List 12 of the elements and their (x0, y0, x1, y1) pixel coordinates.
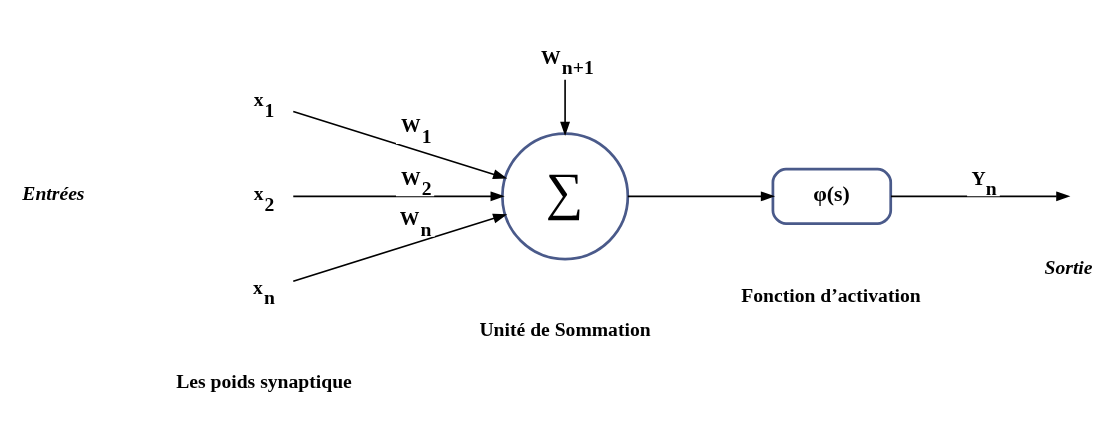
node-label: Fonction d’activation (741, 284, 921, 306)
arrow (292, 213, 508, 282)
arrow (890, 191, 1071, 202)
label: Entrées (22, 183, 85, 205)
label: Sortie (1044, 257, 1093, 279)
arrow (292, 191, 505, 202)
node-box: φ(s) (771, 167, 893, 225)
label: Les poids synaptique (176, 370, 352, 392)
node-label: Unité de Sommation (479, 319, 651, 341)
node-circle: ∑ (501, 132, 630, 261)
arrow (560, 79, 571, 136)
arrow (627, 191, 776, 202)
